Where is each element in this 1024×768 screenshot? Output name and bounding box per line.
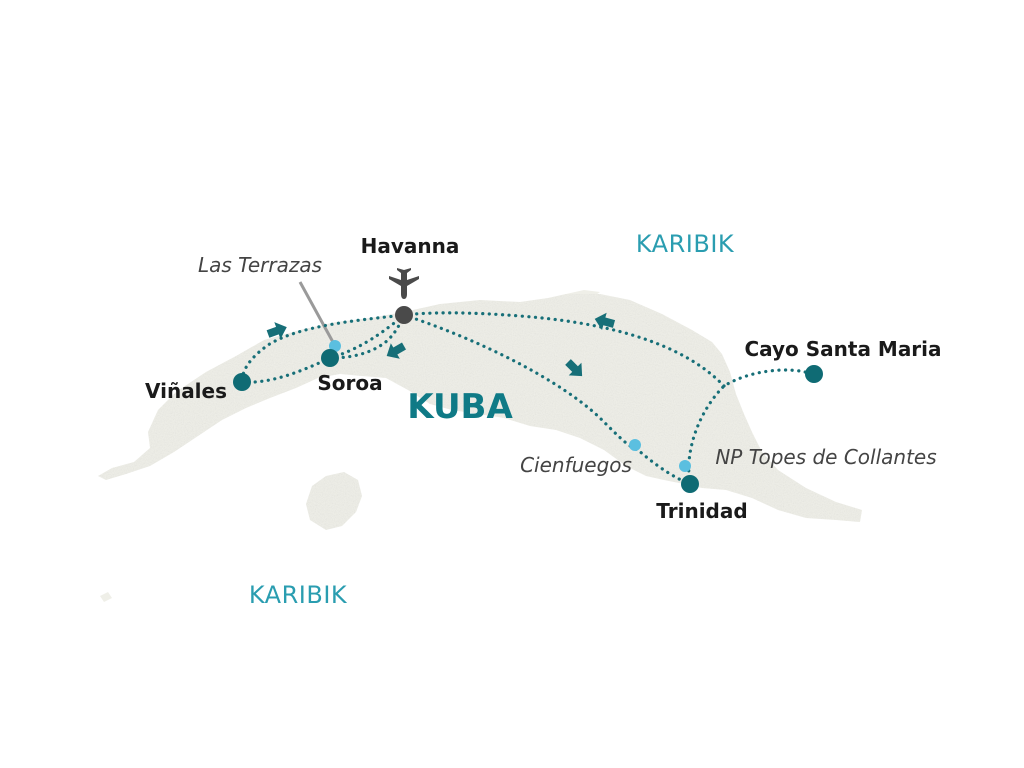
- cienfuegos-label: Cienfuegos: [520, 453, 632, 477]
- topes-label: NP Topes de Collantes: [715, 445, 936, 469]
- arrow-icon: [266, 322, 287, 340]
- arrow-icon: [565, 359, 583, 377]
- las-terrazas-marker: [329, 340, 341, 352]
- las-terrazas-pointer-line: [298, 281, 336, 345]
- route-segment-cayo-havanna: [402, 311, 726, 388]
- labels: Havanna Las Terrazas Soroa Viñales Cienf…: [145, 230, 942, 609]
- vinales-label: Viñales: [145, 379, 227, 403]
- topes-marker: [679, 460, 691, 472]
- stop-markers: [233, 306, 823, 493]
- vinales-marker: [233, 373, 251, 391]
- sea-label-south: KARIBIK: [249, 581, 348, 609]
- cayo-santa-maria-label: Cayo Santa Maria: [744, 337, 941, 361]
- soroa-marker: [321, 349, 339, 367]
- airplane-icon: [389, 268, 419, 299]
- arrow-icon: [594, 312, 616, 331]
- sea-label-north: KARIBIK: [636, 230, 735, 258]
- soroa-label: Soroa: [317, 371, 382, 395]
- arrow-icon: [386, 342, 406, 359]
- islet: [100, 592, 112, 602]
- las-terrazas-label: Las Terrazas: [198, 253, 322, 277]
- trinidad-label: Trinidad: [656, 499, 747, 523]
- havanna-marker: [395, 306, 413, 324]
- havanna-label: Havanna: [361, 234, 460, 258]
- country-label: KUBA: [407, 387, 513, 427]
- route-segment-havanna-vinales: [240, 313, 406, 384]
- direction-arrows: [266, 312, 616, 377]
- trinidad-marker: [681, 475, 699, 493]
- cayo-santa-maria-marker: [805, 365, 823, 383]
- cienfuegos-marker: [629, 439, 641, 451]
